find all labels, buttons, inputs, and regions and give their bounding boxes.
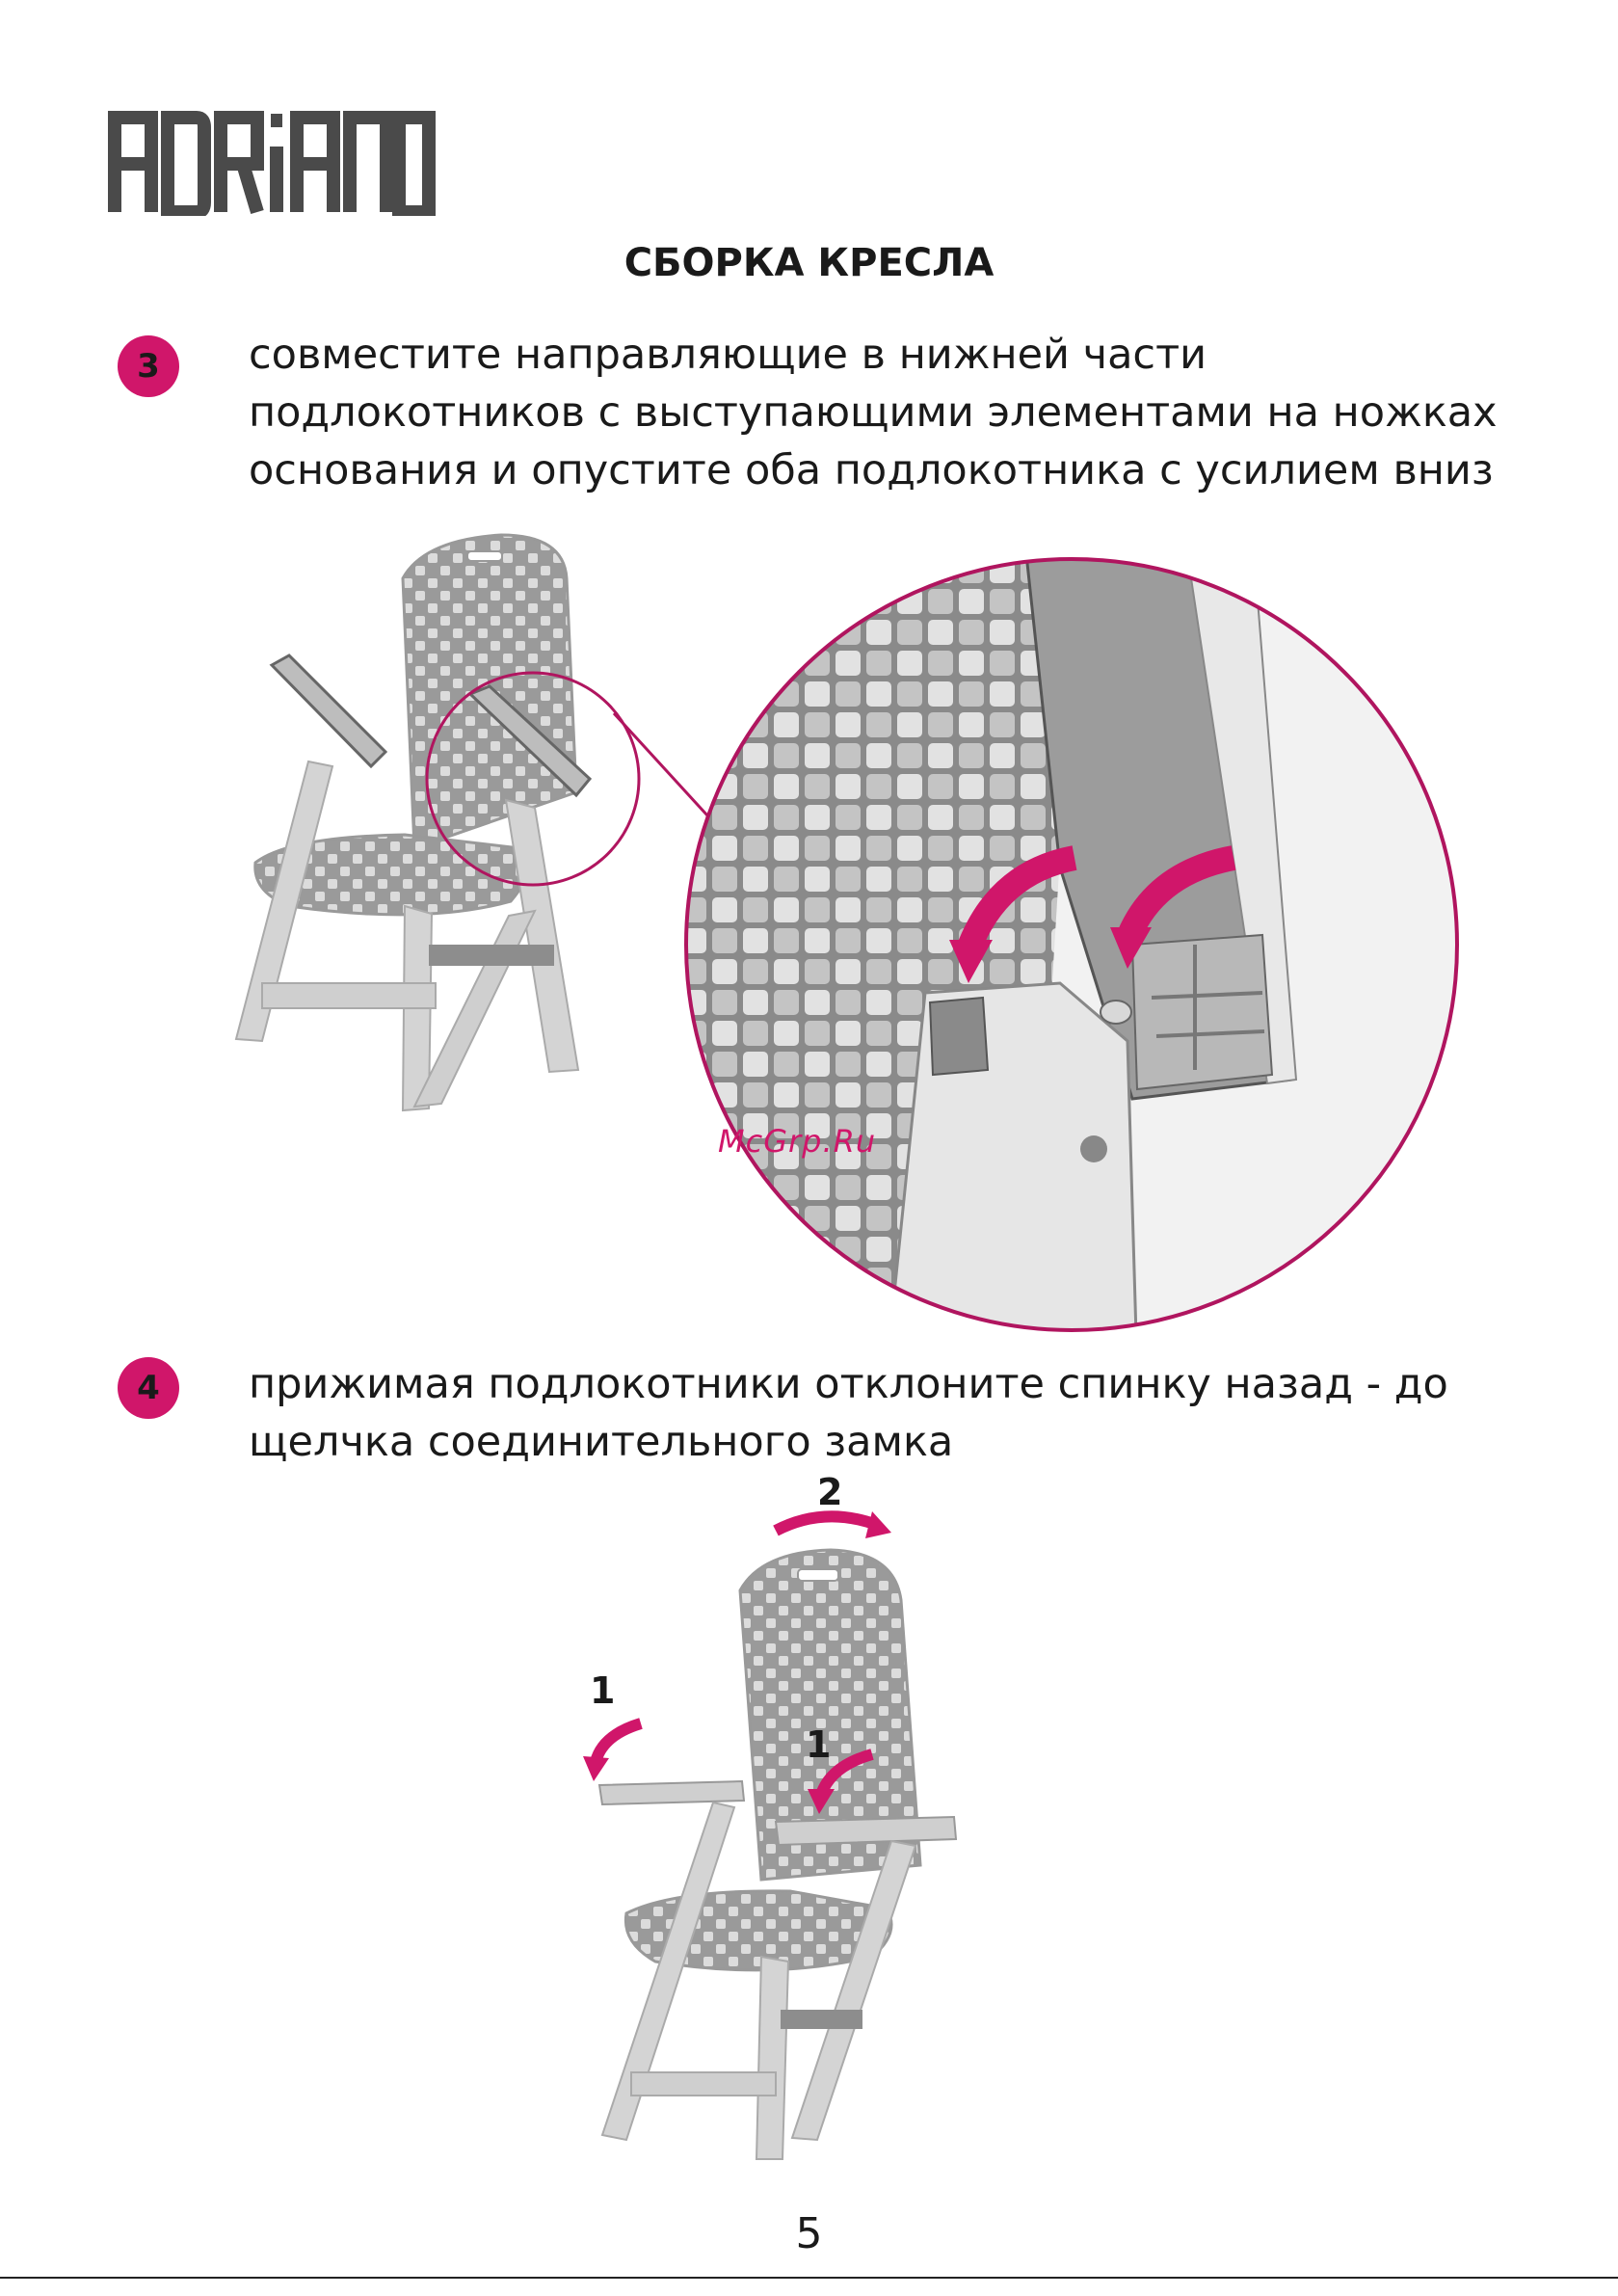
step-4-text: прижимая подлокотники отклоните спинку н… bbox=[249, 1355, 1448, 1471]
bottom-rule bbox=[0, 2277, 1618, 2279]
step-4-badge: 4 bbox=[118, 1357, 179, 1419]
chair-step4-illustration bbox=[583, 1511, 956, 2159]
arrow-label-2: 2 bbox=[817, 1471, 842, 1513]
page-number: 5 bbox=[0, 2209, 1618, 2258]
step-4-line: щелчка соединительного замка bbox=[249, 1413, 1448, 1471]
chair-step3-illustration bbox=[236, 535, 718, 1110]
watermark: McGrp.Ru bbox=[718, 1123, 876, 1160]
zoom-detail-illustration bbox=[675, 540, 1484, 1369]
arrow-label-1-right: 1 bbox=[806, 1723, 831, 1766]
arrow-label-1-left: 1 bbox=[590, 1669, 615, 1712]
step-4-line: прижимая подлокотники отклоните спинку н… bbox=[249, 1355, 1448, 1413]
